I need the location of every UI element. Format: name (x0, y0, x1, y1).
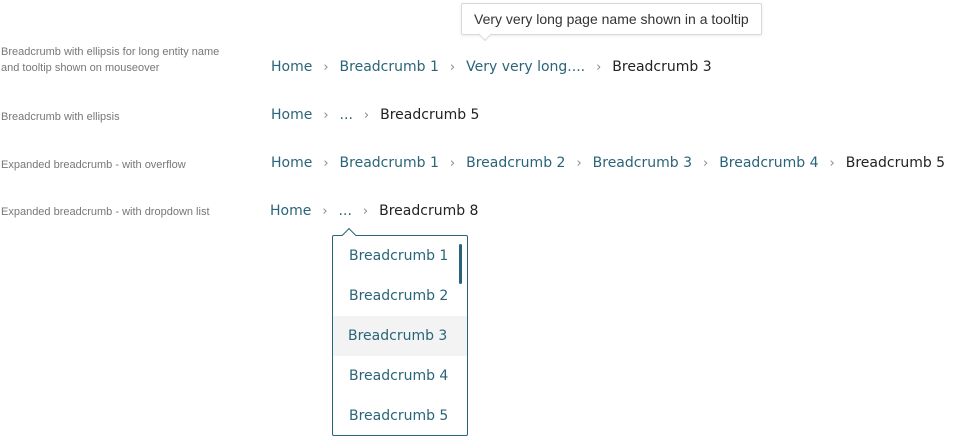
example-label-long-entity: Breadcrumb with ellipsis for long entity… (1, 46, 220, 74)
breadcrumb-home[interactable]: Home (271, 107, 313, 123)
dropdown-item-hovered[interactable]: Breadcrumb 3 (333, 316, 467, 356)
breadcrumb-item[interactable]: Breadcrumb 4 (719, 155, 819, 171)
chevron-right-icon: › (323, 107, 329, 123)
chevron-right-icon: › (322, 203, 328, 219)
breadcrumb-current: Breadcrumb 5 (845, 155, 946, 171)
example-label-ellipsis: Breadcrumb with ellipsis (1, 111, 120, 123)
breadcrumb-home[interactable]: Home (270, 203, 312, 219)
breadcrumb-item[interactable]: Breadcrumb 1 (339, 155, 439, 171)
dropdown-item[interactable]: Breadcrumb 4 (349, 368, 449, 384)
breadcrumb-expanded-overflow: Home › Breadcrumb 1 › Breadcrumb 2 › Bre… (271, 155, 945, 171)
chevron-right-icon: › (323, 59, 329, 75)
chevron-right-icon: › (449, 155, 456, 171)
dropdown-item[interactable]: Breadcrumb 2 (349, 288, 449, 304)
breadcrumb-home[interactable]: Home (271, 59, 313, 75)
chevron-right-icon: › (576, 155, 582, 171)
scrollbar-thumb[interactable] (459, 244, 462, 284)
breadcrumb-dropdown-list[interactable]: Breadcrumb 1 Breadcrumb 2 Breadcrumb 3 B… (332, 235, 468, 436)
breadcrumb-item[interactable]: Breadcrumb 3 (592, 155, 692, 171)
dropdown-item[interactable]: Breadcrumb 1 (349, 248, 449, 264)
chevron-right-icon: › (596, 59, 602, 75)
dropdown-item[interactable]: Breadcrumb 5 (349, 408, 449, 424)
breadcrumb-dropdown: Home › ... › Breadcrumb 8 (270, 203, 478, 219)
breadcrumb-item-truncated[interactable]: Very very long.... (466, 59, 586, 75)
breadcrumb-ellipsis-button[interactable]: ... (339, 107, 353, 123)
chevron-right-icon: › (363, 107, 370, 123)
chevron-right-icon: › (449, 59, 456, 75)
chevron-right-icon: › (702, 155, 709, 171)
tooltip: Very very long page name shown in a tool… (461, 3, 762, 35)
breadcrumb-item[interactable]: Breadcrumb 2 (466, 155, 566, 171)
breadcrumb-item[interactable]: Breadcrumb 1 (339, 59, 439, 75)
breadcrumb-current: Breadcrumb 5 (380, 107, 480, 123)
example-label-dropdown: Expanded breadcrumb - with dropdown list (1, 206, 210, 218)
breadcrumb-home[interactable]: Home (271, 155, 313, 171)
breadcrumb-ellipsis-button[interactable]: ... (338, 203, 352, 219)
breadcrumb-current: Breadcrumb 8 (379, 203, 479, 219)
chevron-right-icon: › (362, 203, 369, 219)
example-label-overflow: Expanded breadcrumb - with overflow (1, 159, 186, 171)
breadcrumb-current: Breadcrumb 3 (612, 59, 712, 75)
chevron-right-icon: › (323, 155, 329, 171)
chevron-right-icon: › (829, 155, 835, 171)
breadcrumb-long-entity: Home › Breadcrumb 1 › Very very long....… (271, 59, 712, 75)
breadcrumb-ellipsis: Home › ... › Breadcrumb 5 (271, 107, 479, 123)
